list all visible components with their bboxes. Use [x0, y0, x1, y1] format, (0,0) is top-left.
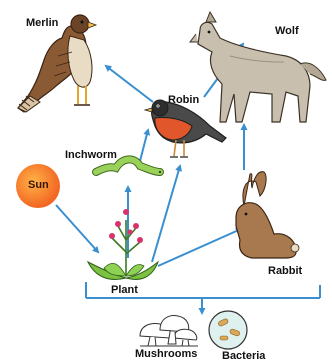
- label-rabbit: Rabbit: [268, 266, 302, 277]
- bacteria-icon: [209, 311, 247, 349]
- arrow-inchworm-to-robin: [139, 130, 148, 165]
- inchworm-icon: [96, 159, 161, 173]
- arrow-plant-to-rabbit: [158, 229, 241, 266]
- merlin-bird-icon: [18, 15, 96, 112]
- plant-icon: [88, 209, 158, 279]
- rabbit-icon: [236, 172, 299, 258]
- label-plant: Plant: [111, 285, 138, 296]
- label-inchworm: Inchworm: [65, 150, 117, 161]
- arrow-sun-to-plant: [56, 205, 98, 252]
- robin-icon: [145, 100, 226, 157]
- wolf-icon: [190, 12, 326, 122]
- label-bacteria: Bacteria: [222, 351, 265, 362]
- label-robin: Robin: [168, 95, 199, 106]
- arrow-robin-to-merlin: [106, 66, 153, 102]
- label-merlin: Merlin: [26, 18, 58, 29]
- arrow-plant-to-robin: [152, 166, 180, 262]
- label-sun: Sun: [28, 180, 49, 191]
- mushrooms-icon: [140, 316, 198, 346]
- label-mushrooms: Mushrooms: [135, 349, 197, 360]
- label-wolf: Wolf: [275, 26, 299, 37]
